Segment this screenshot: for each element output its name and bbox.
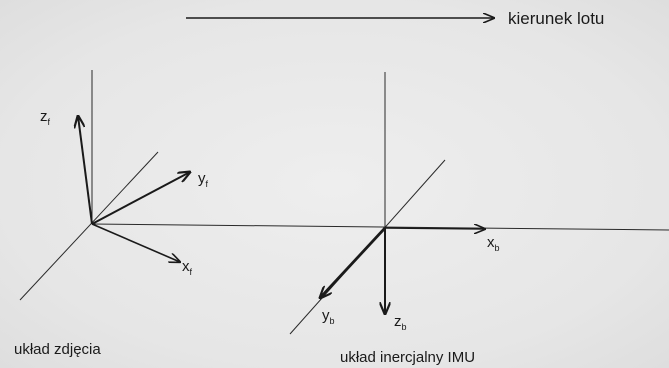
- photo-frame: zf yf xf układ zdjęcia: [14, 70, 209, 358]
- photo-x-axis-label: xf: [182, 258, 193, 277]
- imu-x-axis-label: xb: [487, 234, 500, 253]
- photo-y-axis-label: yf: [198, 170, 209, 189]
- photo-z-axis-arrow: [78, 116, 93, 225]
- photo-z-axis-label: zf: [40, 108, 51, 127]
- imu-y-axis-label: yb: [322, 307, 335, 326]
- horizontal-reference-line: [91, 223, 669, 231]
- photo-frame-diagonal-reference: [19, 151, 159, 301]
- flight-direction-label: kierunek lotu: [508, 9, 604, 28]
- photo-y-axis-arrow: [91, 172, 190, 225]
- imu-x-axis-arrow: [384, 228, 485, 229]
- imu-frame: xb yb zb układ inercjalny IMU: [289, 72, 500, 366]
- imu-z-axis-label: zb: [394, 313, 407, 332]
- imu-frame-title: układ inercjalny IMU: [340, 349, 475, 366]
- photo-frame-title: układ zdjęcia: [14, 341, 101, 358]
- imu-y-axis-arrow: [320, 227, 387, 298]
- photo-x-axis-arrow: [91, 223, 180, 262]
